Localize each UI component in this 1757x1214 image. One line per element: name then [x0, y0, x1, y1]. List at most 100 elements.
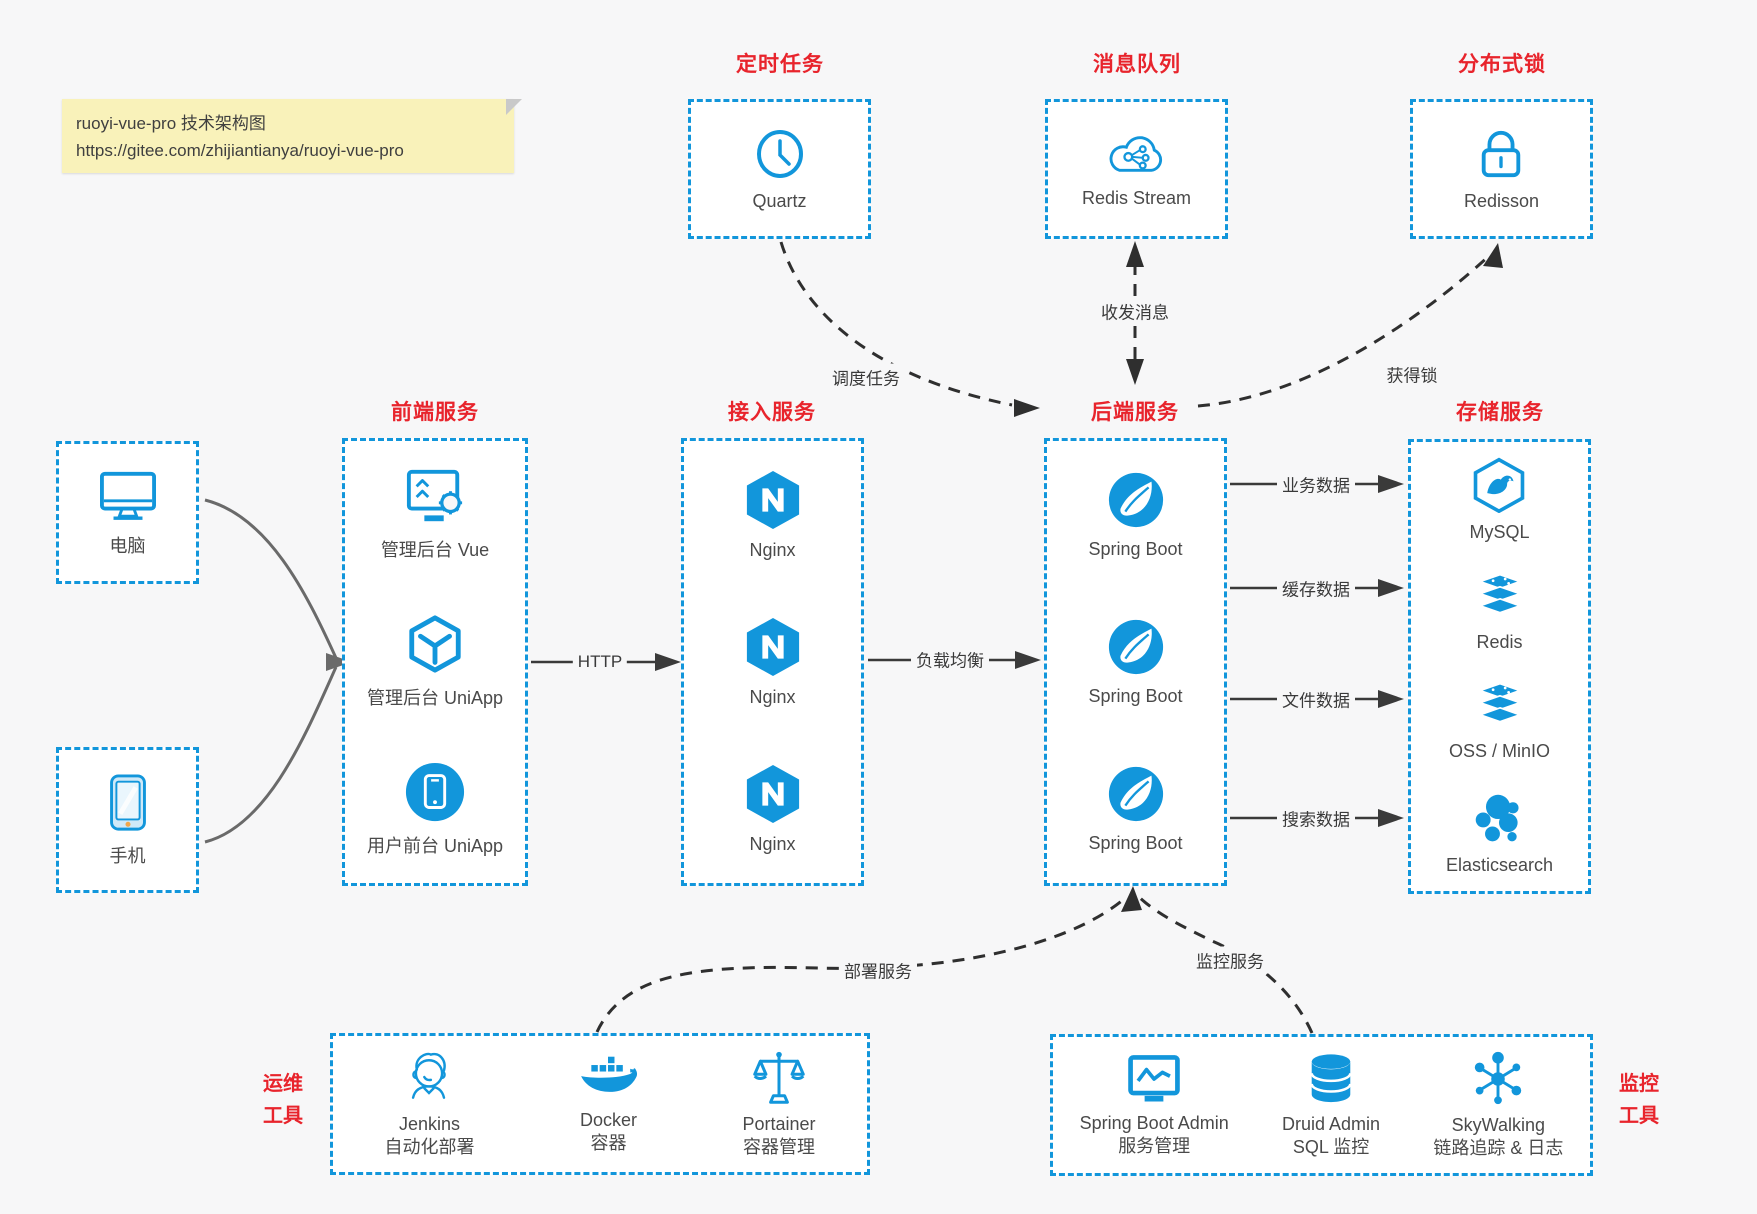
user-app-icon [404, 761, 466, 823]
edge-label-http: HTTP [572, 651, 628, 673]
tool-desc: 容器 [590, 1133, 627, 1153]
node-mysql: MySQL [1469, 457, 1530, 543]
title-message-queue: 消息队列 [1093, 53, 1181, 76]
note-url: https://gitee.com/zhijiantianya/ruoyi-vu… [76, 141, 404, 161]
backend-services-panel: Spring Boot Spring Boot Spring Boot [1044, 438, 1227, 886]
node-label: MySQL [1469, 521, 1530, 542]
schedule-curve [779, 241, 1013, 407]
phone-icon [106, 773, 150, 833]
ops-tools-panel: Jenkins 自动化部署 Docker 容器 Portainer 容器管理 [330, 1033, 870, 1175]
node-oss-minio: OSS / MinIO [1449, 682, 1550, 762]
node-label: Redis Stream [1081, 188, 1192, 208]
tool-name: Jenkins [398, 1113, 460, 1134]
node-label: Elasticsearch [1445, 855, 1554, 876]
title-frontend-services: 前端服务 [391, 401, 479, 424]
tool-druid-admin: Druid Admin SQL 监控 [1282, 1051, 1380, 1160]
tool-name: Spring Boot Admin [1079, 1112, 1229, 1133]
node-springboot-3: Spring Boot [1088, 764, 1183, 854]
edge-label-search-data: 搜索数据 [1277, 804, 1355, 832]
spring-icon [1106, 764, 1166, 824]
node-redis-stream: Redis Stream [1082, 129, 1191, 209]
tool-name: Druid Admin [1282, 1113, 1381, 1134]
desktop-icon [97, 467, 159, 523]
edge-label-deploy: 部署服务 [839, 956, 917, 984]
node-label: 管理后台 Vue [380, 539, 490, 560]
monitor-label-line1: 监控 [1619, 1073, 1659, 1095]
nginx-icon [744, 616, 802, 678]
client-merge-curves [204, 498, 338, 844]
mysql-icon [1470, 457, 1528, 513]
note-fold-corner [506, 99, 522, 115]
tool-desc: 自动化部署 [384, 1137, 475, 1157]
tool-desc: 服务管理 [1118, 1136, 1191, 1156]
tool-spring-boot-admin: Spring Boot Admin 服务管理 [1080, 1052, 1229, 1159]
node-label: Nginx [749, 539, 796, 560]
node-label: Quartz [752, 191, 807, 211]
node-admin-vue: 管理后台 Vue [381, 467, 489, 562]
monitor-curve [1138, 896, 1314, 1034]
nginx-icon [744, 763, 802, 825]
node-redisson: Redisson [1464, 126, 1539, 212]
title-backend-services: 后端服务 [1091, 401, 1179, 424]
deploy-curve [595, 897, 1125, 1033]
lock-icon [1476, 126, 1526, 182]
monitor-tools-panel: Spring Boot Admin 服务管理 Druid Admin SQL 监… [1050, 1034, 1593, 1176]
tool-name: Portainer [742, 1113, 816, 1134]
node-admin-uniapp: 管理后台 UniApp [367, 613, 503, 710]
edge-label-lock: 获得锁 [1381, 360, 1443, 388]
skywalking-icon [1469, 1050, 1527, 1108]
tool-name: SkyWalking [1451, 1114, 1546, 1135]
title-scheduled-tasks: 定时任务 [736, 53, 824, 76]
edge-label-monitor: 监控服务 [1191, 946, 1269, 974]
node-redis: Redis [1472, 573, 1528, 653]
clock-icon [752, 126, 808, 182]
tool-portainer: Portainer 容器管理 [742, 1049, 816, 1160]
title-distributed-lock: 分布式锁 [1458, 53, 1546, 76]
node-elasticsearch: Elasticsearch [1446, 792, 1553, 876]
node-springboot-2: Spring Boot [1088, 617, 1183, 707]
tool-desc: SQL 监控 [1292, 1137, 1370, 1157]
frontend-services-panel: 管理后台 Vue 管理后台 UniApp 用户前台 UniApp [342, 438, 528, 886]
ops-label-line2: 工具 [263, 1105, 303, 1127]
sticky-note: ruoyi-vue-pro 技术架构图 https://gitee.com/zh… [62, 99, 522, 173]
node-mobile: 手机 [106, 773, 150, 868]
title-access-services: 接入服务 [728, 401, 816, 424]
redis-stack-icon [1472, 573, 1528, 623]
node-label: 管理后台 UniApp [366, 687, 504, 708]
node-label: OSS / MinIO [1448, 741, 1551, 762]
node-springboot-1: Spring Boot [1088, 470, 1183, 560]
tool-jenkins: Jenkins 自动化部署 [384, 1049, 474, 1160]
storage-services-panel: MySQL Redis OSS / MinIO Elasticsearch [1408, 439, 1591, 894]
mobile-client-panel: 手机 [56, 747, 199, 893]
dashed-arrowheads [1014, 241, 1503, 912]
desktop-client-panel: 电脑 [56, 441, 199, 584]
edge-label-schedule: 调度任务 [827, 363, 905, 391]
node-nginx-2: Nginx [744, 616, 802, 708]
node-label: Redis [1476, 631, 1523, 652]
spring-boot-admin-icon [1124, 1052, 1184, 1106]
node-label: Spring Boot [1088, 833, 1183, 854]
druid-db-icon [1304, 1051, 1358, 1107]
edge-label-message: 收发消息 [1096, 297, 1174, 325]
quartz-panel: Quartz [688, 99, 871, 239]
edge-label-cache-data: 缓存数据 [1277, 574, 1355, 602]
access-services-panel: Nginx Nginx Nginx [681, 438, 864, 886]
node-label: Redisson [1463, 191, 1540, 211]
edge-label-load-balance: 负载均衡 [911, 645, 989, 673]
lock-curve [1197, 253, 1492, 408]
ops-label-line1: 运维 [263, 1073, 303, 1095]
admin-vue-icon [402, 467, 468, 527]
portainer-icon [751, 1049, 807, 1107]
node-quartz: Quartz [752, 126, 808, 212]
node-label: Nginx [749, 686, 796, 707]
spring-icon [1106, 617, 1166, 677]
redisson-panel: Redisson [1410, 99, 1593, 239]
redis-stream-panel: Redis Stream [1045, 99, 1228, 239]
monitor-tools-side-label: 监控 工具 [1604, 1068, 1674, 1132]
node-nginx-3: Nginx [744, 763, 802, 855]
node-desktop: 电脑 [97, 467, 159, 558]
edge-label-business-data: 业务数据 [1277, 470, 1355, 498]
note-title: ruoyi-vue-pro 技术架构图 [76, 114, 266, 133]
